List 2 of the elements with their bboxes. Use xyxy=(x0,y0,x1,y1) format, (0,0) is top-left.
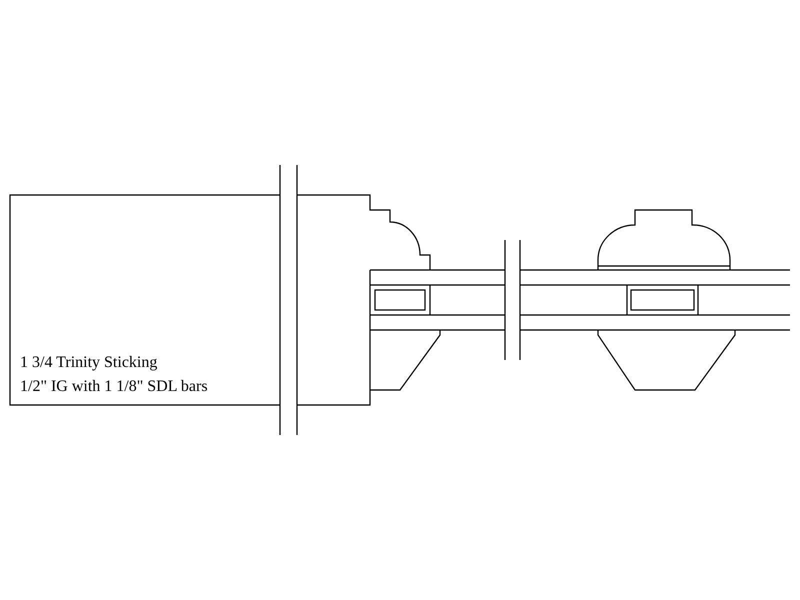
profile-note: 1 3/4 Trinity Sticking xyxy=(20,354,158,372)
glazing-note: 1/2" IG with 1 1/8" SDL bars xyxy=(20,378,208,396)
